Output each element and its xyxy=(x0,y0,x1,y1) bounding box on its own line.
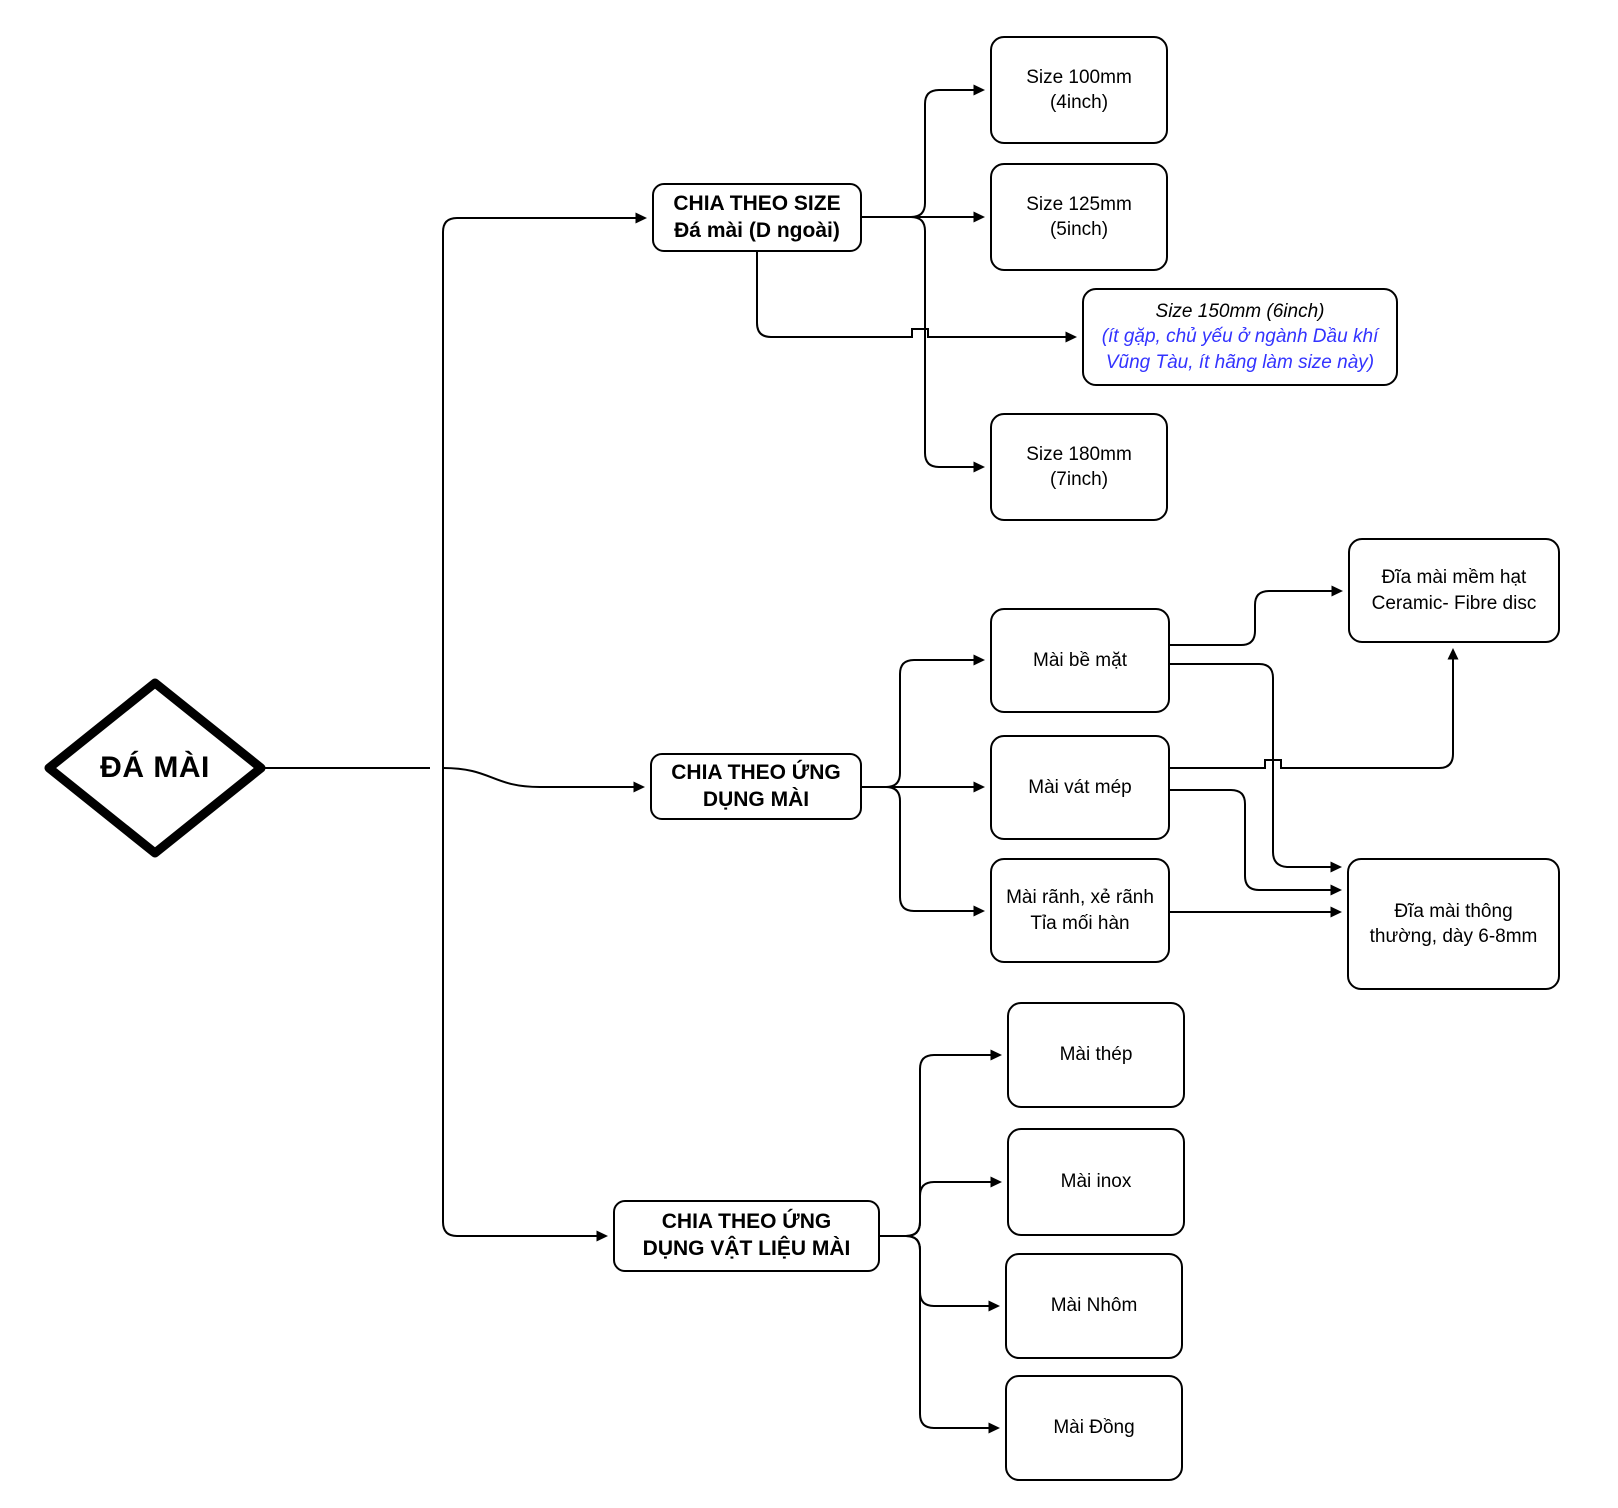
node-category-size-label: CHIA THEO SIZE Đá mài (D ngoài) xyxy=(673,191,841,242)
node-output-soft-disc-label: Đĩa mài mềm hạt Ceramic- Fibre disc xyxy=(1371,567,1537,614)
node-output-standard-disc-label: Đĩa mài thông thường, dày 6-8mm xyxy=(1369,900,1538,947)
node-category-application: CHIA THEO ỨNG DỤNG MÀI xyxy=(650,753,862,820)
edge-root-application xyxy=(442,767,645,793)
node-mat-aluminum-label: Mài Nhôm xyxy=(1050,1295,1138,1317)
root-node-da-mai: ĐÁ MÀI xyxy=(45,679,265,857)
node-size-150mm-note: (ít gặp, chủ yếu ở ngành Dầu khí Vũng Tà… xyxy=(1101,326,1379,373)
edge-bevel-standarddisc xyxy=(1170,789,1342,896)
root-diamond-shape xyxy=(44,678,266,858)
node-size-125mm-label: Size 125mm (5inch) xyxy=(1026,193,1132,240)
node-size-125mm: Size 125mm (5inch) xyxy=(990,163,1168,271)
edge-app-groove xyxy=(862,786,985,917)
root-node-label: ĐÁ MÀI xyxy=(100,751,210,784)
node-mat-steel-label: Mài thép xyxy=(1059,1044,1133,1066)
edge-mat-inox xyxy=(880,1176,1002,1237)
edge-mat-copper xyxy=(880,1235,1000,1434)
node-mat-steel: Mài thép xyxy=(1007,1002,1185,1108)
node-size-150mm: Size 150mm (6inch) (ít gặp, chủ yếu ở ng… xyxy=(1082,288,1398,386)
edge-root-size xyxy=(265,218,644,769)
edge-size-150 xyxy=(756,252,1077,343)
edge-mat-steel xyxy=(880,1049,1002,1237)
edge-bevel-softdisc xyxy=(1170,648,1459,769)
node-mat-inox-label: Mài inox xyxy=(1060,1171,1132,1193)
node-mat-aluminum: Mài Nhôm xyxy=(1005,1253,1183,1359)
node-output-standard-disc: Đĩa mài thông thường, dày 6-8mm xyxy=(1347,858,1560,990)
node-size-100mm: Size 100mm (4inch) xyxy=(990,36,1168,144)
node-app-surface-label: Mài bề mặt xyxy=(1033,649,1127,671)
node-category-material-label: CHIA THEO ỨNG DỤNG VẬT LIỆU MÀI xyxy=(642,1210,851,1260)
node-category-material: CHIA THEO ỨNG DỤNG VẬT LIỆU MÀI xyxy=(613,1200,880,1272)
node-mat-copper-label: Mài Đồng xyxy=(1053,1417,1135,1439)
edge-size-100 xyxy=(862,84,985,218)
edge-size-180 xyxy=(862,216,985,473)
node-app-groove: Mài rãnh, xẻ rãnh Tỉa mối hàn xyxy=(990,858,1170,963)
node-size-180mm-label: Size 180mm (7inch) xyxy=(1026,443,1132,490)
node-size-150mm-title: Size 150mm (6inch) xyxy=(1155,301,1325,323)
node-mat-inox: Mài inox xyxy=(1007,1128,1185,1236)
node-mat-copper: Mài Đồng xyxy=(1005,1375,1183,1481)
edge-root-material xyxy=(442,768,608,1242)
edge-surface-softdisc xyxy=(1170,585,1343,646)
node-category-application-label: CHIA THEO ỨNG DỤNG MÀI xyxy=(671,760,841,811)
node-category-size: CHIA THEO SIZE Đá mài (D ngoài) xyxy=(652,183,862,252)
edge-app-surface xyxy=(862,654,985,788)
node-app-bevel-label: Mài vát mép xyxy=(1028,776,1132,798)
node-app-groove-label: Mài rãnh, xẻ rãnh Tỉa mối hàn xyxy=(1006,887,1154,934)
node-size-180mm: Size 180mm (7inch) xyxy=(990,413,1168,521)
edge-surface-standarddisc xyxy=(1170,663,1342,873)
edge-mat-aluminum xyxy=(880,1235,1000,1312)
node-size-100mm-label: Size 100mm (4inch) xyxy=(1026,66,1132,113)
node-app-bevel: Mài vát mép xyxy=(990,735,1170,840)
node-app-surface: Mài bề mặt xyxy=(990,608,1170,713)
node-output-soft-disc: Đĩa mài mềm hạt Ceramic- Fibre disc xyxy=(1348,538,1560,643)
